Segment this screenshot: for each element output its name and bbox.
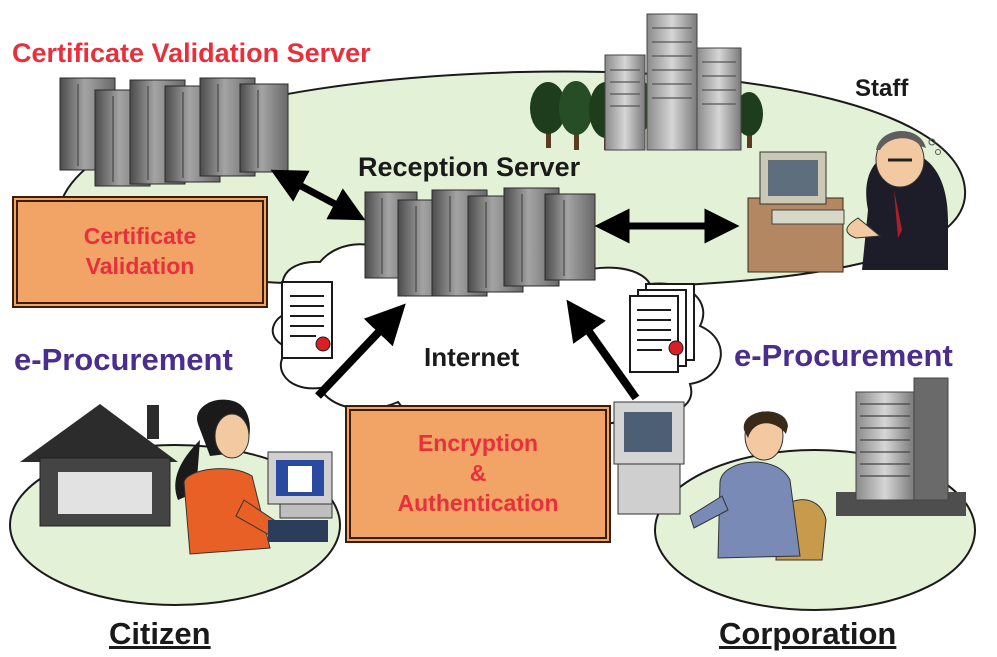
certificate-validation-box: Certificate Validation: [12, 196, 268, 308]
corporation-label: Corporation: [719, 616, 897, 651]
staff-person-icon: [747, 130, 948, 273]
house-icon: [20, 404, 178, 527]
corporation-documents-icon: [629, 283, 695, 373]
certificate-validation-server-racks: [59, 77, 289, 187]
e-procurement-corporation-label: e-Procurement: [734, 338, 953, 373]
double-arrow-cert-reception: [270, 169, 366, 221]
city-buildings: [604, 13, 742, 151]
encryption-line-1: Encryption: [417, 430, 539, 457]
citizen-person-icon: [175, 399, 333, 555]
staff-label: Staff: [855, 75, 909, 102]
certificate-validation-line-1: Certificate: [83, 223, 197, 250]
encryption-line-3: Authentication: [397, 489, 559, 516]
citizen-document-icon: [281, 281, 333, 359]
encryption-line-2: &: [469, 460, 487, 487]
encryption-authentication-box: Encryption & Authentication: [345, 405, 611, 543]
internet-label: Internet: [424, 342, 520, 372]
arrow-corporation-to-reception: [566, 299, 640, 401]
citizen-label: Citizen: [109, 616, 211, 651]
certificate-validation-server-label: Certificate Validation Server: [12, 38, 371, 68]
reception-server-racks: [364, 187, 596, 297]
reception-server-label: Reception Server: [358, 152, 581, 182]
certificate-validation-line-2: Validation: [85, 253, 195, 279]
e-procurement-citizen-label: e-Procurement: [14, 342, 233, 377]
office-building-icon: [836, 377, 966, 516]
arrow-citizen-to-reception: [315, 303, 406, 399]
corporation-person-icon: [613, 401, 827, 561]
